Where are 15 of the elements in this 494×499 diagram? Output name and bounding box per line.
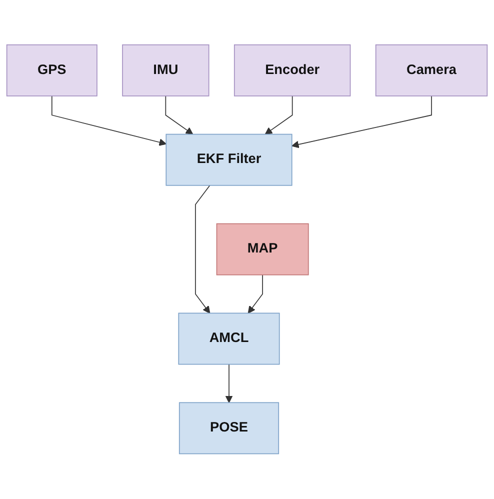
arrow <box>225 364 233 404</box>
node-box: Encoder <box>234 44 351 97</box>
node-box: EKF Filter <box>166 134 292 186</box>
arrow <box>248 274 263 314</box>
node-box: AMCL <box>178 312 280 365</box>
arrow <box>195 185 210 314</box>
node-box: GPS <box>6 44 98 97</box>
node-box: POSE <box>178 402 280 454</box>
node-box: MAP <box>216 224 309 276</box>
arrow <box>51 96 166 146</box>
arrow <box>165 96 194 135</box>
node-box: IMU <box>122 44 210 97</box>
arrow <box>264 96 293 135</box>
node-box: Camera <box>375 44 488 97</box>
arrow <box>292 96 432 148</box>
